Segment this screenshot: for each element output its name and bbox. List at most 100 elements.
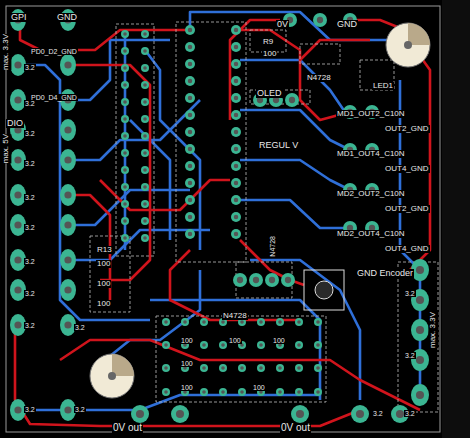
pad-copper — [249, 273, 263, 287]
silkscreen-label: MD2_OUT4_C10N — [336, 230, 406, 238]
silkscreen-label: MD1_OUT2_C10N — [336, 110, 406, 118]
label-holder: 3.2 — [24, 152, 36, 170]
pad-drill — [296, 410, 304, 418]
pad-drill — [143, 185, 147, 189]
pad-copper — [162, 364, 170, 372]
pad-drill — [234, 215, 239, 220]
pad-copper — [295, 341, 303, 349]
pad-drill — [123, 151, 127, 155]
pad-drill — [64, 221, 71, 228]
pad-drill — [123, 100, 127, 104]
pad-drill — [297, 343, 301, 347]
label-holder: 100 — [272, 329, 286, 347]
label-holder: DIO — [6, 112, 24, 130]
pad — [60, 249, 76, 271]
pad — [141, 30, 149, 38]
pad — [185, 93, 195, 103]
pad-copper — [185, 110, 195, 120]
pad-copper — [185, 25, 195, 35]
component-outline — [90, 236, 130, 312]
pad-copper — [141, 149, 149, 157]
pad-copper — [121, 115, 129, 123]
pad — [231, 127, 241, 137]
pad — [233, 273, 247, 287]
pad-copper — [141, 183, 149, 191]
pad — [181, 318, 189, 326]
component-outline — [116, 24, 154, 256]
pad-drill — [221, 390, 225, 394]
encoder-body — [304, 270, 344, 310]
pad-drill — [123, 66, 127, 70]
pad-drill — [317, 17, 323, 23]
pad-copper — [60, 119, 76, 141]
pad — [185, 110, 195, 120]
pad-copper — [231, 178, 241, 188]
pad — [141, 149, 149, 157]
pad-drill — [278, 320, 282, 324]
pad-drill — [237, 277, 243, 283]
pad — [171, 405, 189, 423]
bottom-trace — [20, 65, 150, 320]
pad — [185, 127, 195, 137]
pad — [121, 30, 129, 38]
pad — [231, 25, 241, 35]
pad — [141, 115, 149, 123]
pad-copper — [314, 318, 322, 326]
pad-drill — [240, 390, 244, 394]
pad-drill — [188, 45, 193, 50]
component-outline — [250, 30, 286, 52]
label-holder: 3.2 — [24, 56, 36, 74]
label-holder: N4728 — [222, 304, 248, 322]
pad — [200, 318, 208, 326]
pad — [185, 178, 195, 188]
silkscreen-label: 100 — [96, 260, 111, 268]
silkscreen-label: OUT2_GND — [384, 125, 430, 133]
label-holder: R9 — [262, 30, 274, 48]
pad-drill — [64, 321, 71, 328]
label-holder: LED1 — [372, 74, 394, 92]
pad — [141, 81, 149, 89]
pad-copper — [314, 364, 322, 372]
pad — [295, 364, 303, 372]
board-outline — [6, 6, 440, 432]
silkscreen-label: R9 — [262, 38, 274, 46]
mounting-hole — [90, 354, 134, 398]
pad-drill — [188, 113, 193, 118]
label-holder: 3.2 — [404, 402, 416, 420]
label-holder: MD1_OUT4_C10N — [336, 142, 406, 160]
pad-size: 3.2 — [404, 410, 416, 417]
pad-drill — [14, 221, 21, 228]
top-trace — [15, 330, 360, 426]
pad — [185, 42, 195, 52]
label-holder: OLED — [256, 82, 283, 100]
silkscreen-label: PD0_D4_GND — [30, 94, 78, 101]
silkscreen-label: PD0_D2_GND — [30, 48, 78, 55]
mounting-hole-ring — [90, 354, 134, 398]
pad-copper — [314, 341, 322, 349]
top-trace — [60, 340, 420, 410]
label-holder: 3.2 — [24, 250, 36, 268]
pad-copper — [411, 319, 429, 341]
pad-drill — [123, 134, 127, 138]
silkscreen-label: max. 3.3V — [428, 312, 438, 348]
pad-copper — [231, 93, 241, 103]
pad-drill — [64, 256, 71, 263]
pad-drill — [143, 32, 147, 36]
pad-copper — [200, 318, 208, 326]
pad-copper — [121, 64, 129, 72]
pad-drill — [123, 32, 127, 36]
pad-copper — [276, 318, 284, 326]
bottom-trace — [240, 160, 350, 190]
pad-copper — [185, 178, 195, 188]
pad-drill — [64, 191, 71, 198]
encoder-switch — [304, 270, 344, 310]
silkscreen-label: OLED — [256, 89, 283, 98]
silkscreen-label: REGUL V — [258, 141, 299, 150]
silkscreen-label: max. 3.3V — [1, 34, 11, 70]
pad-copper — [141, 81, 149, 89]
pad-copper — [141, 115, 149, 123]
pad-drill — [416, 296, 424, 304]
pad-drill — [240, 320, 244, 324]
